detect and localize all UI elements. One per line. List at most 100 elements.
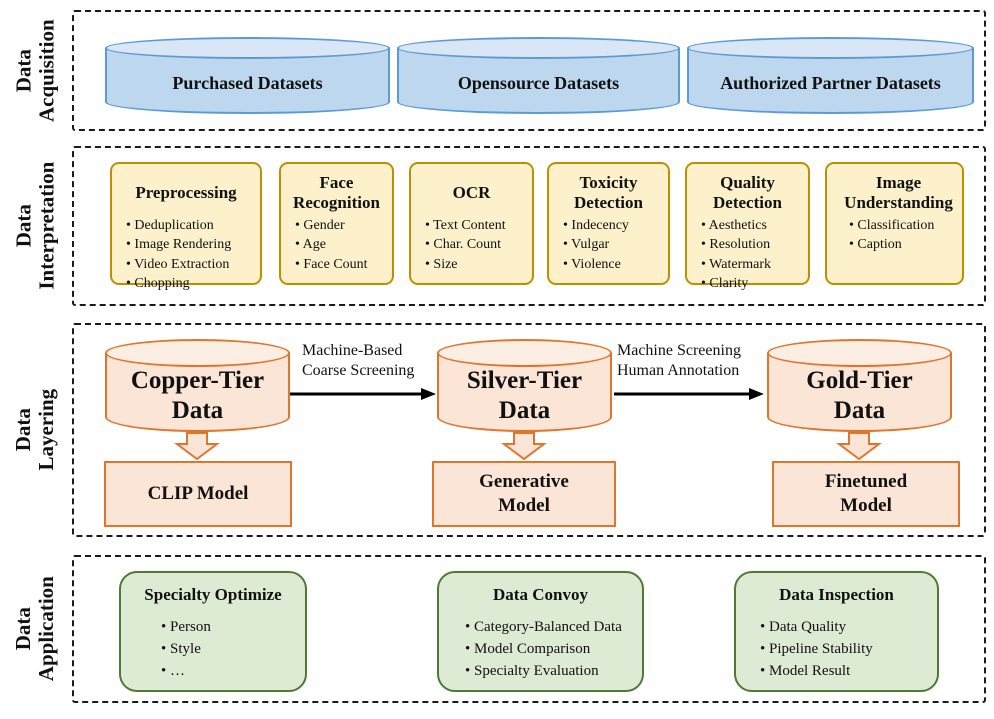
module-title: OCR — [452, 183, 491, 203]
module-item: Caption — [849, 235, 956, 254]
module-toxicity-detection: Toxicity Detection Indecency Vulgar Viol… — [547, 162, 670, 285]
transition-label-line: Machine-Based — [302, 342, 403, 359]
row-label-data-layering: Data Layering — [0, 323, 70, 537]
module-title: Image Understanding — [844, 173, 953, 212]
module-item: Text Content — [425, 216, 526, 235]
row-label-data-acquisition: Data Acquisition — [0, 10, 70, 131]
module-item: Deduplication — [126, 216, 254, 235]
module-item: Char. Count — [425, 235, 526, 254]
module-item: Person — [161, 617, 297, 639]
section-data-interpretation: Preprocessing Deduplication Image Render… — [72, 146, 986, 306]
module-item: Clarity — [701, 274, 802, 293]
dataset-label: Authorized Partner Datasets — [720, 73, 941, 93]
module-item: Vulgar — [563, 235, 662, 254]
row-label-line: Interpretation — [34, 162, 58, 290]
cylinder-body — [687, 48, 974, 114]
cylinder-top — [767, 339, 952, 367]
module-item: Size — [425, 255, 526, 274]
module-item-list: Deduplication Image Rendering Video Extr… — [118, 216, 254, 293]
module-item-list: Indecency Vulgar Violence — [555, 216, 662, 274]
row-label-line: Data — [11, 607, 36, 651]
transition-label-line: Human Annotation — [617, 362, 740, 380]
module-item: Face Count — [295, 255, 386, 274]
arrow-right-icon — [290, 388, 436, 400]
module-item: Classification — [849, 216, 956, 235]
row-label-line: Application — [34, 576, 58, 682]
module-item: Indecency — [563, 216, 662, 235]
module-item: Watermark — [701, 255, 802, 274]
module-data-inspection: Data Inspection Data Quality Pipeline St… — [734, 571, 939, 692]
module-item: Model Result — [760, 661, 929, 683]
module-image-understanding: Image Understanding Classification Capti… — [825, 162, 964, 285]
tier-label: Copper-Tier Data — [130, 366, 265, 424]
module-item: Violence — [563, 255, 662, 274]
model-label: Generative Model — [479, 471, 569, 516]
module-item: Age — [295, 235, 386, 254]
cylinder-purchased-datasets: Purchased Datasets — [105, 37, 390, 114]
module-title: Specialty Optimize — [144, 585, 282, 604]
arrow-right-icon — [614, 388, 764, 400]
section-data-acquisition: Purchased Datasets Opensource Datasets A… — [72, 10, 986, 131]
model-label: Finetuned Model — [824, 471, 908, 516]
module-item: Style — [161, 639, 297, 661]
transition-label-line: Machine Screening — [617, 342, 741, 359]
row-label-line: Acquisition — [34, 19, 59, 122]
tier-label: Silver-Tier Data — [466, 366, 583, 424]
model-label: CLIP Model — [147, 483, 249, 505]
module-ocr: OCR Text Content Char. Count Size — [409, 162, 534, 285]
transition-label-line: Coarse Screening — [302, 362, 415, 380]
module-item: Video Extraction — [126, 255, 254, 274]
arrow-down-icon — [501, 432, 547, 460]
model-box-clip: CLIP Model — [104, 461, 292, 527]
cylinder-top — [437, 339, 612, 367]
module-title: Preprocessing — [135, 183, 237, 203]
dataset-label: Purchased Datasets — [172, 73, 323, 93]
section-data-layering: Copper-Tier Data Silver-Tier Data Gold-T… — [72, 323, 986, 537]
module-item-list: Text Content Char. Count Size — [417, 216, 526, 274]
row-label-line: Data — [11, 408, 36, 452]
module-face-recognition: Face Recognition Gender Age Face Count — [279, 162, 394, 285]
cylinder-authorized-partner-datasets: Authorized Partner Datasets — [687, 37, 974, 114]
cylinder-silver-tier-data: Silver-Tier Data — [437, 339, 612, 432]
row-label-line: Layering — [34, 389, 59, 471]
module-preprocessing: Preprocessing Deduplication Image Render… — [110, 162, 262, 291]
module-title: Toxicity Detection — [574, 173, 643, 212]
module-item: … — [161, 661, 297, 683]
module-item: Category-Balanced Data — [465, 617, 634, 639]
module-title: Data Convoy — [493, 585, 588, 604]
module-item: Specialty Evaluation — [465, 661, 634, 683]
module-item-list: Aesthetics Resolution Watermark Clarity — [693, 216, 802, 293]
module-specialty-optimize: Specialty Optimize Person Style … — [119, 571, 307, 692]
module-title: Quality Detection — [713, 173, 782, 212]
arrow-down-icon — [836, 432, 882, 460]
module-item-list: Gender Age Face Count — [287, 216, 386, 274]
cylinder-body — [105, 48, 390, 114]
cylinder-top — [687, 37, 974, 59]
cylinder-gold-tier-data: Gold-Tier Data — [767, 339, 952, 432]
dataset-label: Opensource Datasets — [457, 73, 620, 93]
transition-label-human-annotation: Machine Screening Human Annotation — [617, 341, 741, 382]
cylinder-opensource-datasets: Opensource Datasets — [397, 37, 680, 114]
module-item: Data Quality — [760, 617, 929, 639]
module-title: Data Inspection — [779, 585, 894, 604]
model-box-generative: Generative Model — [432, 461, 616, 527]
module-title: Face Recognition — [293, 173, 380, 212]
section-data-application: Specialty Optimize Person Style … Data C… — [72, 555, 986, 703]
module-item: Gender — [295, 216, 386, 235]
row-label-data-interpretation: Data Interpretation — [0, 146, 70, 306]
row-label-line: Data — [11, 48, 36, 93]
module-item-list: Person Style … — [129, 617, 297, 682]
module-item: Model Comparison — [465, 639, 634, 661]
module-data-convoy: Data Convoy Category-Balanced Data Model… — [437, 571, 644, 692]
cylinder-top — [397, 37, 680, 59]
cylinder-top — [105, 339, 290, 367]
module-item: Image Rendering — [126, 235, 254, 254]
row-label-data-application: Data Application — [0, 555, 70, 703]
tier-label: Gold-Tier Data — [806, 366, 913, 424]
arrow-down-icon — [174, 432, 220, 460]
module-quality-detection: Quality Detection Aesthetics Resolution … — [685, 162, 810, 291]
model-box-finetuned: Finetuned Model — [772, 461, 960, 527]
module-item-list: Category-Balanced Data Model Comparison … — [447, 617, 634, 682]
module-item: Resolution — [701, 235, 802, 254]
